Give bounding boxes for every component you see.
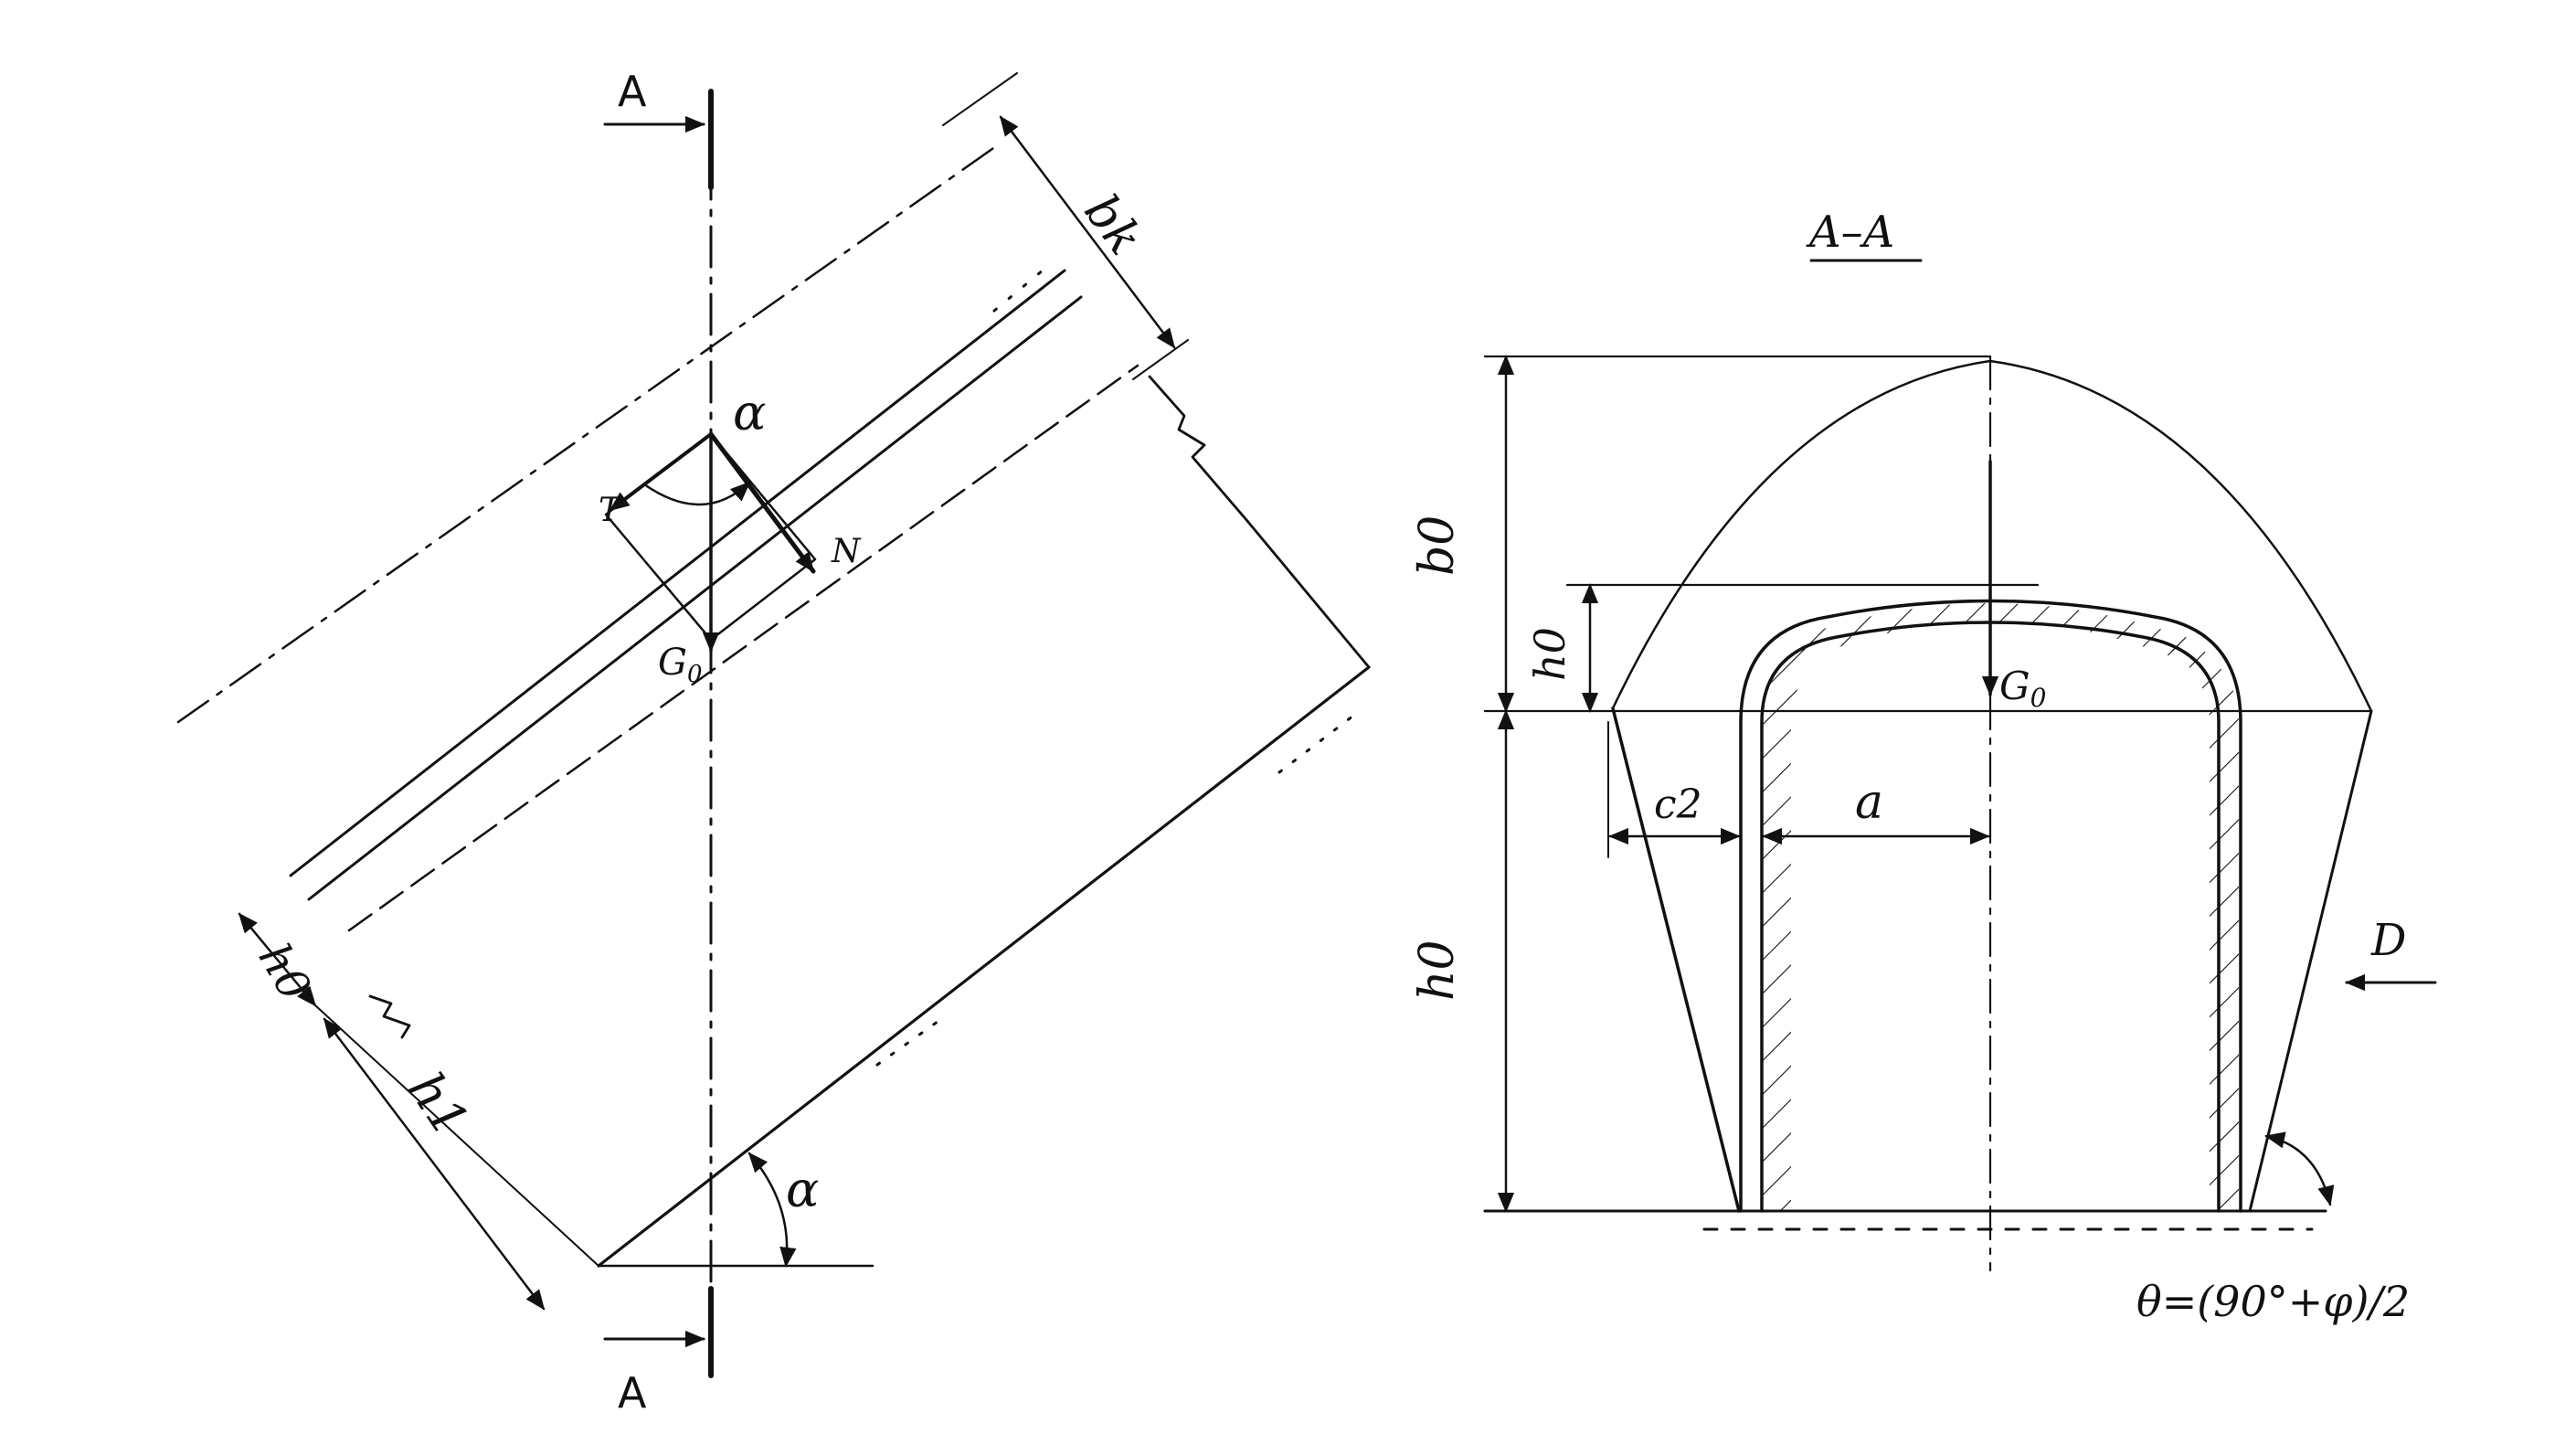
- break-mark-left: [368, 994, 411, 1039]
- vein-lower-line: [307, 295, 1083, 901]
- dim-h1-ext: [314, 1004, 599, 1267]
- right-boundary-lower: [1246, 519, 1371, 669]
- arch-outline: [1611, 359, 2373, 713]
- lining-hatch-top: [1791, 603, 2193, 658]
- angle-label-bottom: α: [786, 1161, 819, 1218]
- angle-arc-bottom: [747, 1152, 797, 1268]
- roof-line: [597, 665, 1371, 1268]
- section-label-top: A: [618, 67, 647, 116]
- dim-h0-upper-label: h0: [1525, 627, 1574, 681]
- band-outer-dashdot: [176, 144, 998, 724]
- dim-h1-line: [323, 1017, 546, 1311]
- side-arrow-d-label: D: [2370, 915, 2406, 966]
- dim-h0-line: [238, 912, 317, 1007]
- dim-bk-ext-2: [1132, 339, 1189, 380]
- force-t-label: T: [599, 492, 623, 529]
- section-title: A–A: [1806, 207, 1894, 258]
- force-t-arrow: [609, 432, 713, 512]
- dim-c2-label: c2: [1654, 781, 1702, 828]
- right-cross-section: A–A G0 b0 h0 h0 c2 a: [1410, 207, 2437, 1326]
- dim-h1-label: h1: [397, 1062, 480, 1147]
- force-n-label: N: [831, 533, 862, 570]
- break-mark-right: [1148, 375, 1249, 523]
- section-label-bottom: A: [618, 1368, 647, 1418]
- dim-h0-lower-label: h0: [1410, 940, 1465, 1001]
- dim-b0-label: b0: [1410, 515, 1465, 576]
- force-n-arrow: [708, 431, 816, 574]
- rock-dots-3: [1277, 711, 1359, 774]
- arch-right-side: [2248, 709, 2373, 1213]
- vein-dashed-line: [347, 364, 1140, 932]
- theta-formula-label: θ=(90°+φ)/2: [2136, 1277, 2410, 1326]
- load-g0-label: G0: [1999, 664, 2046, 713]
- theta-angle-arc: [2264, 1131, 2335, 1206]
- lining-hatch-left: [1762, 644, 1837, 1211]
- dim-bk-label: bk: [1073, 185, 1152, 265]
- dim-bk-ext-1: [942, 72, 1018, 126]
- dim-bk-line: [999, 115, 1176, 349]
- angle-label-top: α: [733, 384, 766, 441]
- angle-arc-top: [642, 481, 751, 506]
- arch-left-side: [1611, 706, 1741, 1213]
- left-inclined-view: A A bk h0 h1 α: [176, 67, 1371, 1418]
- lining-hatch-right: [2164, 644, 2239, 1211]
- vein-upper-line: [289, 269, 1066, 877]
- dim-a-label: a: [1855, 775, 1883, 830]
- force-g0-label: G0: [658, 642, 703, 688]
